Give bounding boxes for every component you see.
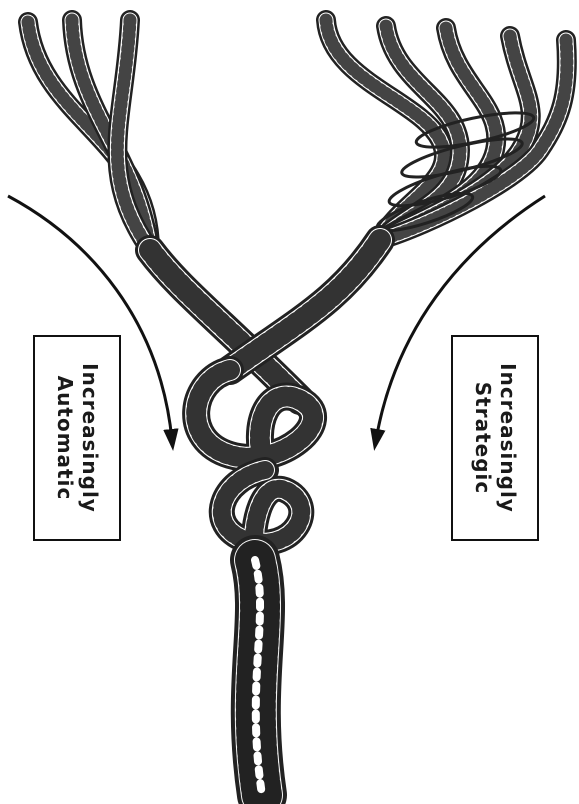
strategic-label: Increasingly Strategic [470, 363, 520, 513]
strategic-label-line1: Increasingly [495, 363, 520, 513]
left-strands [28, 20, 150, 250]
automatic-label-line2: Automatic [52, 363, 77, 513]
automatic-label-line1: Increasingly [77, 363, 102, 513]
right-rope [230, 240, 380, 370]
automatic-label-box: Increasingly Automatic [33, 335, 121, 541]
twisted-loops [196, 370, 313, 560]
automatic-label: Increasingly Automatic [52, 363, 102, 513]
lower-braid [255, 560, 262, 795]
strategic-label-line2: Strategic [470, 363, 495, 513]
strategic-label-box: Increasingly Strategic [451, 335, 539, 541]
